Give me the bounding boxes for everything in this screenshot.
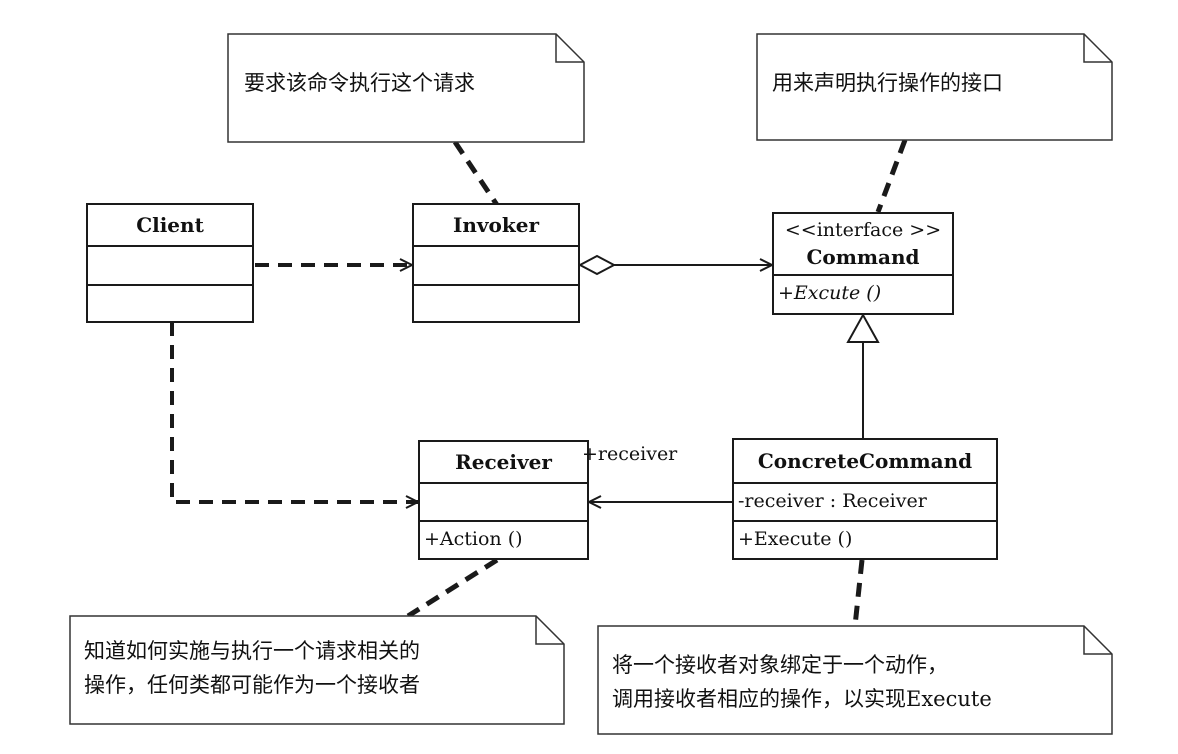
invoker-operations [414, 286, 578, 321]
concrete-command-operation: +Execute () [738, 528, 853, 550]
association-role-label: +receiver [582, 443, 678, 465]
client-attributes [88, 247, 252, 286]
generalization-triangle [846, 312, 880, 343]
concrete-command-class[interactable]: ConcreteCommand -receiver : Receiver +Ex… [732, 438, 998, 560]
receiver-note-line-2: 操作，任何类都可能作为一个接收者 [84, 673, 420, 697]
command-operation: +Excute () [778, 282, 882, 304]
concrete-note-line-2: 调用接收者相应的操作，以实现Execute [612, 687, 992, 711]
concrete-command-class-name: ConcreteCommand [734, 440, 996, 484]
invoker-note-shape [227, 33, 585, 143]
command-stereotype: <<interface >> [784, 219, 942, 241]
invoker-note-connector [452, 140, 500, 207]
invoker-class[interactable]: Invoker [412, 203, 580, 323]
client-receiver-dependency [170, 322, 418, 502]
client-class[interactable]: Client [86, 203, 254, 323]
receiver-note-shape [69, 615, 565, 725]
concrete-note-shape [597, 625, 1113, 735]
invoker-class-name: Invoker [414, 205, 578, 247]
concrete-note: 将一个接收者对象绑定于一个动作， 调用接收者相应的操作，以实现Execute [612, 648, 992, 716]
receiver-note: 知道如何实施与执行一个请求相关的 操作，任何类都可能作为一个接收者 [84, 634, 420, 702]
invoker-attributes [414, 247, 578, 286]
concrete-note-line-1: 将一个接收者对象绑定于一个动作， [612, 653, 948, 677]
command-note: 用来声明执行操作的接口 [772, 66, 1003, 100]
command-header: <<interface >> Command [774, 214, 952, 276]
receiver-attributes [420, 484, 587, 522]
command-note-shape [756, 33, 1113, 141]
client-class-name: Client [88, 205, 252, 247]
command-note-connector [875, 139, 908, 213]
receiver-operation: +Action () [424, 528, 523, 550]
concrete-note-connector [852, 559, 865, 627]
concrete-command-attribute: -receiver : Receiver [734, 484, 996, 522]
command-interface[interactable]: <<interface >> Command +Excute () [772, 212, 954, 315]
receiver-class-name: Receiver [420, 442, 587, 484]
invoker-note: 要求该命令执行这个请求 [244, 66, 475, 100]
receiver-class[interactable]: Receiver +Action () [418, 440, 589, 560]
command-note-line-1: 用来声明执行操作的接口 [772, 71, 1003, 95]
receiver-note-connector [406, 557, 499, 619]
command-class-name: Command [806, 245, 920, 269]
receiver-note-line-1: 知道如何实施与执行一个请求相关的 [84, 639, 420, 663]
invoker-note-line-1: 要求该命令执行这个请求 [244, 71, 475, 95]
aggregation-diamond [577, 254, 617, 276]
client-operations [88, 286, 252, 321]
